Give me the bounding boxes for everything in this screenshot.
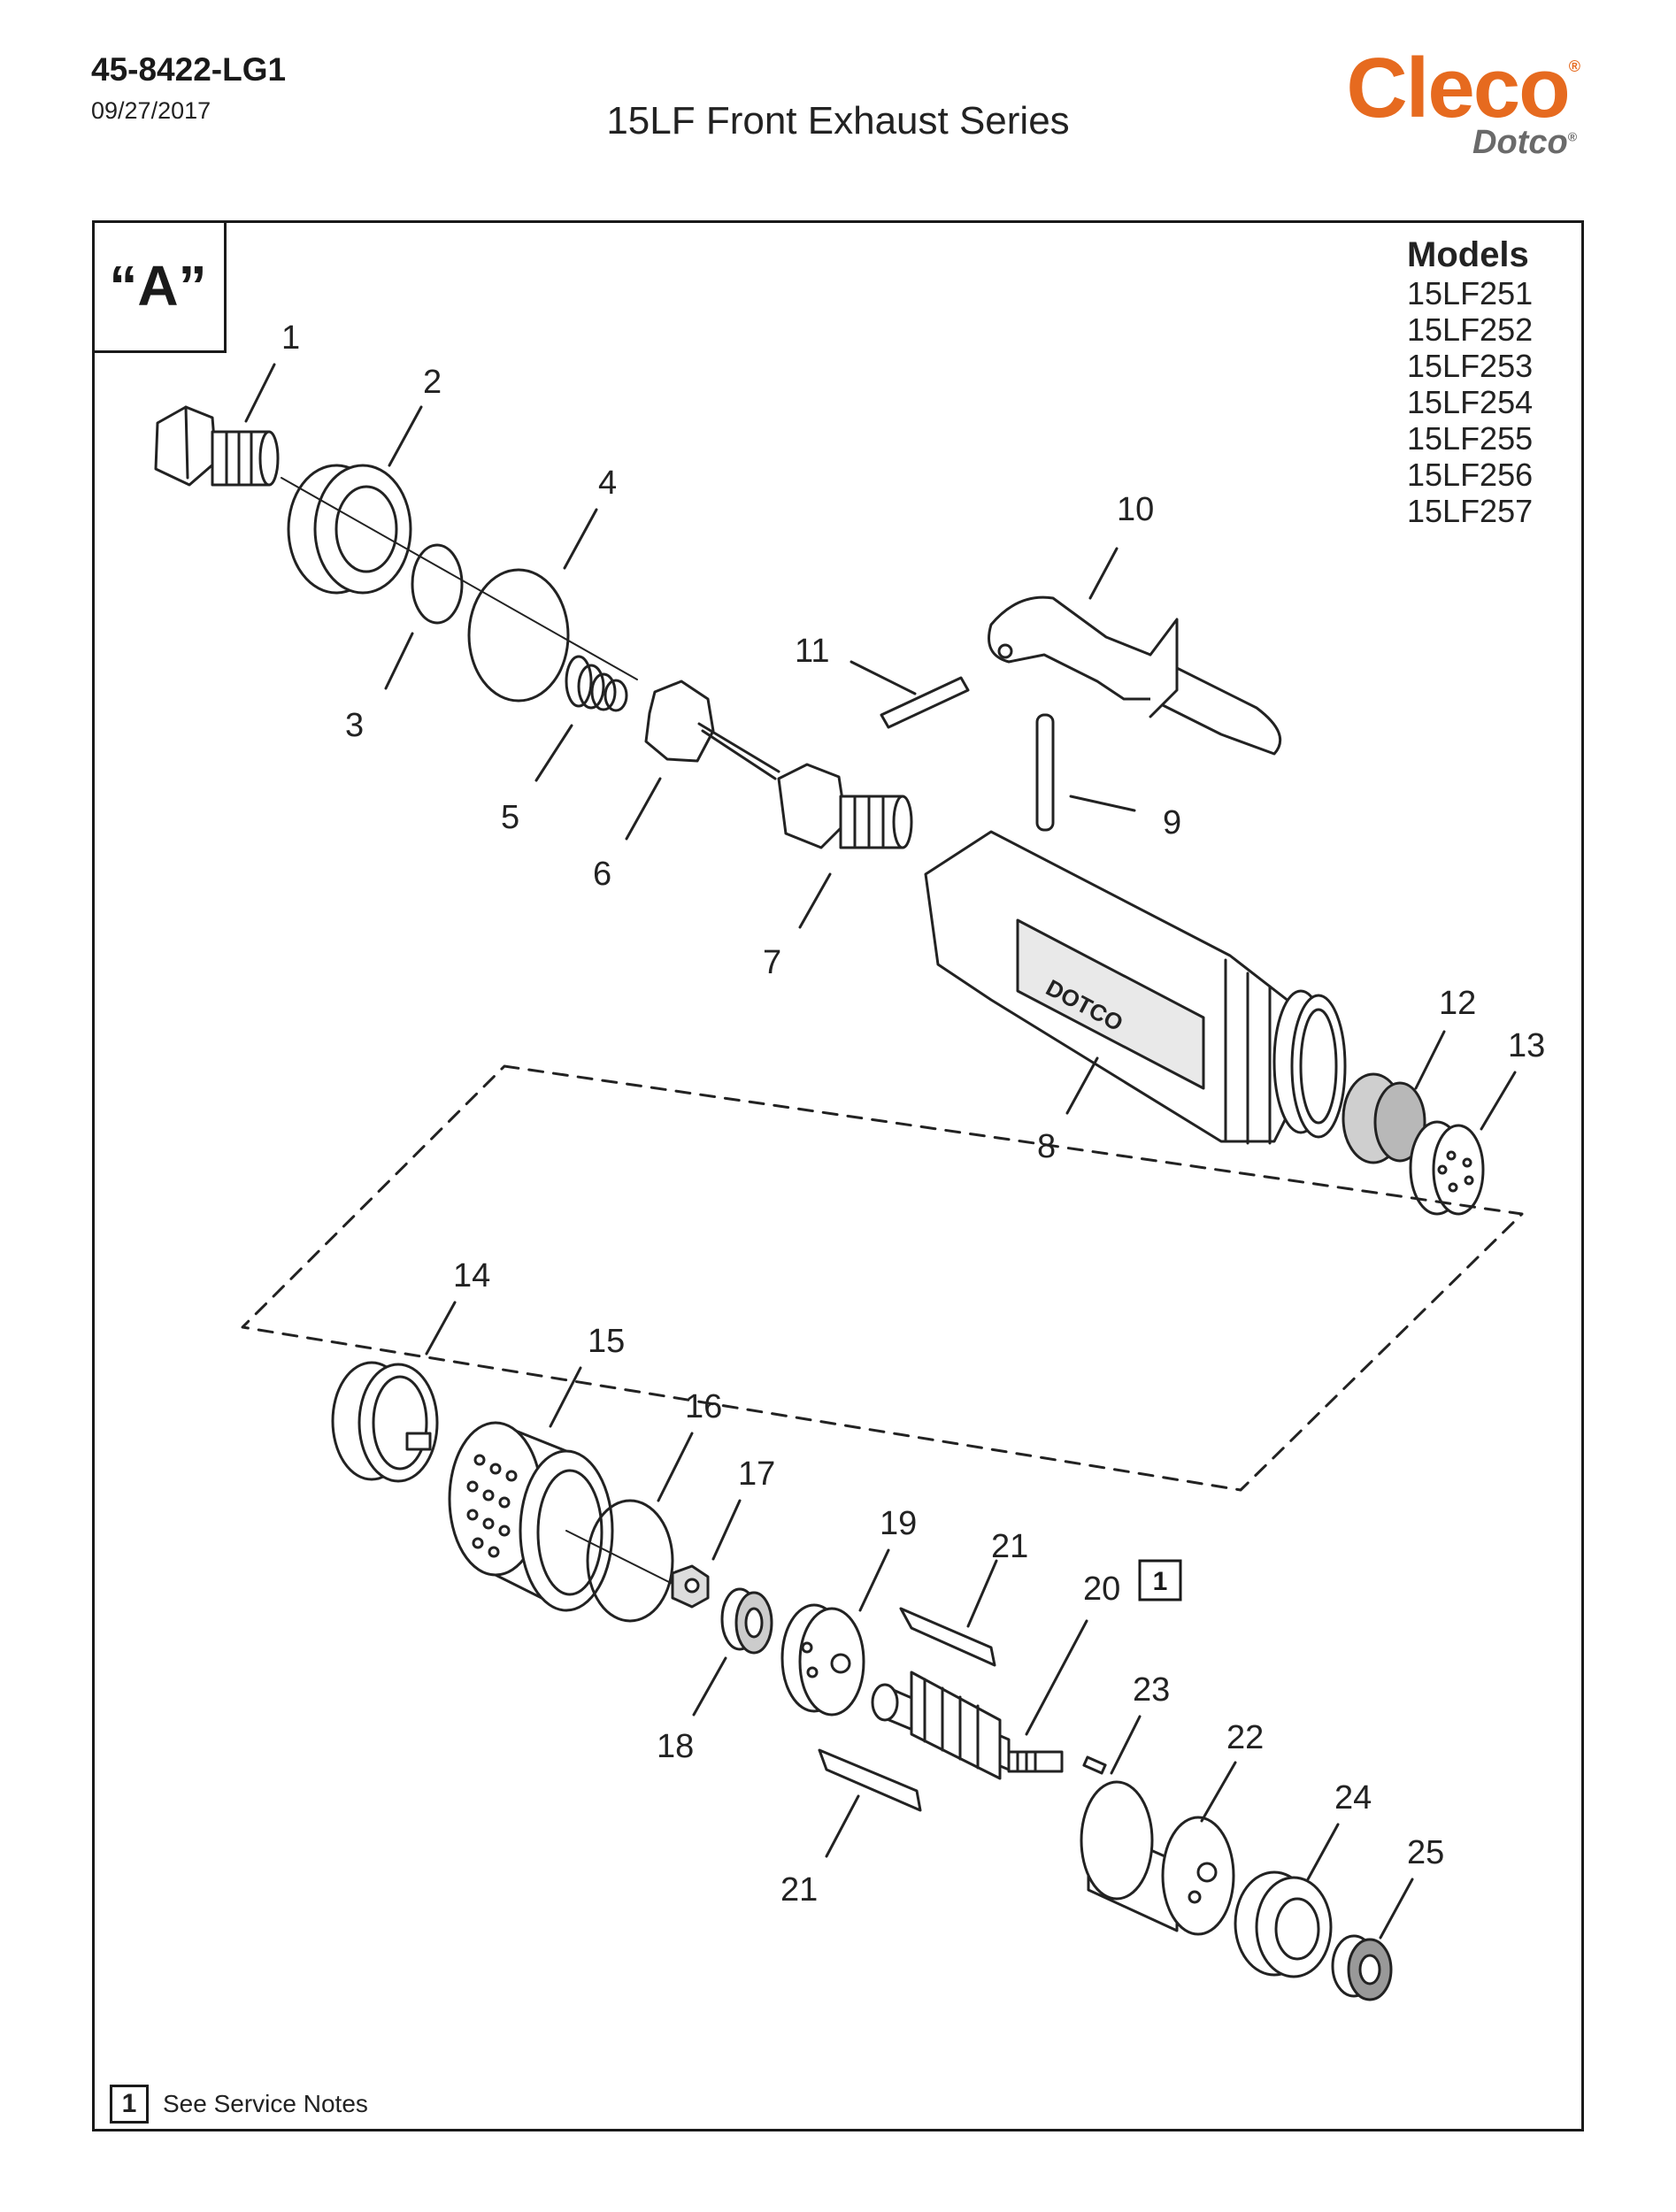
callout-6: 6 [593,856,611,893]
callout-3: 3 [345,707,364,744]
callout-13: 13 [1508,1027,1545,1064]
part-throttle-bushing [777,763,913,849]
part-valve-stem [644,680,780,780]
callout-numbers: 1 2 3 4 5 6 7 8 9 10 11 12 13 14 15 16 1… [281,319,1545,1909]
part-muffler [1342,1072,1426,1164]
motor-assembly-outline [241,1064,1524,1492]
model-item: 15LF252 [1407,311,1534,348]
callout-22: 22 [1226,1719,1264,1756]
document-number: 45-8422-LG1 [91,51,287,88]
model-item: 15LF255 [1407,420,1534,457]
model-item: 15LF253 [1407,348,1534,384]
callout-2: 2 [423,364,442,401]
part-bearing-front [1331,1934,1393,2001]
part-o-ring-small [411,543,464,625]
callout-14: 14 [453,1257,490,1294]
leader-lines [244,363,1517,1939]
callout-7: 7 [763,944,781,981]
models-list: Models 15LF251 15LF252 15LF253 15LF254 1… [1407,235,1534,530]
part-cylinder [448,1421,614,1612]
service-note: 1 See Service Notes [110,2085,368,2124]
callout-21-top: 21 [991,1528,1028,1565]
callout-20: 20 [1083,1571,1120,1608]
part-small-pin [1082,1755,1107,1775]
part-pin [1035,713,1055,832]
logo-sub-brand: Dotco [1472,124,1568,161]
callout-16: 16 [685,1388,722,1425]
part-housing: DOTCO [924,830,1347,1145]
logo-brand: Cleco [1346,41,1570,135]
part-rotor-blade-bottom [818,1748,922,1812]
model-item: 15LF256 [1407,457,1534,493]
part-spring [565,655,628,712]
part-sleeve [331,1361,439,1483]
callout-4: 4 [598,465,617,502]
callout-24: 24 [1334,1779,1372,1816]
callout-25: 25 [1407,1834,1444,1871]
service-note-marker: 1 [110,2085,149,2124]
part-cylinder-o-ring [586,1499,674,1623]
model-item: 15LF257 [1407,493,1534,529]
callout-1: 1 [281,319,300,357]
part-seal-ring [287,464,412,595]
callout-15: 15 [588,1323,625,1360]
callout-12: 12 [1439,985,1476,1022]
part-end-cap [1409,1120,1485,1216]
part-inlet-bushing [154,405,280,487]
callout-18: 18 [657,1728,694,1765]
part-throttle-lever [988,595,1282,756]
callout-9: 9 [1163,804,1181,841]
model-item: 15LF254 [1407,384,1534,420]
page-title: 15LF Front Exhaust Series [606,99,1070,142]
part-nut [671,1564,710,1609]
part-front-end-plate [1080,1780,1235,1936]
part-o-ring-large [467,568,570,703]
part-bearing-rear [720,1587,773,1655]
service-note-flag: 1 [1138,1559,1182,1601]
callout-5: 5 [501,799,519,836]
part-end-plate-rear [780,1603,865,1717]
callout-23: 23 [1133,1671,1170,1709]
callout-10: 10 [1117,491,1154,528]
service-note-text: See Service Notes [163,2090,368,2117]
part-bearing-plate [1234,1870,1333,1978]
cleco-dotco-logo: Cleco® Dotco® [1346,41,1580,161]
part-rotor-blade-top [899,1607,996,1667]
diagram-frame [92,220,1584,2131]
part-lever-pin [880,676,970,729]
callout-8: 8 [1037,1128,1056,1165]
callout-21-bottom: 21 [780,1871,818,1909]
models-title: Models [1407,235,1529,274]
view-label: “A” [92,220,227,353]
callout-11: 11 [795,633,829,670]
callout-17: 17 [738,1455,775,1493]
callout-19: 19 [880,1505,917,1542]
service-flag-number: 1 [1153,1567,1168,1596]
model-item: 15LF251 [1407,275,1534,311]
document-date: 09/27/2017 [91,97,211,124]
part-rotor [871,1671,1064,1780]
